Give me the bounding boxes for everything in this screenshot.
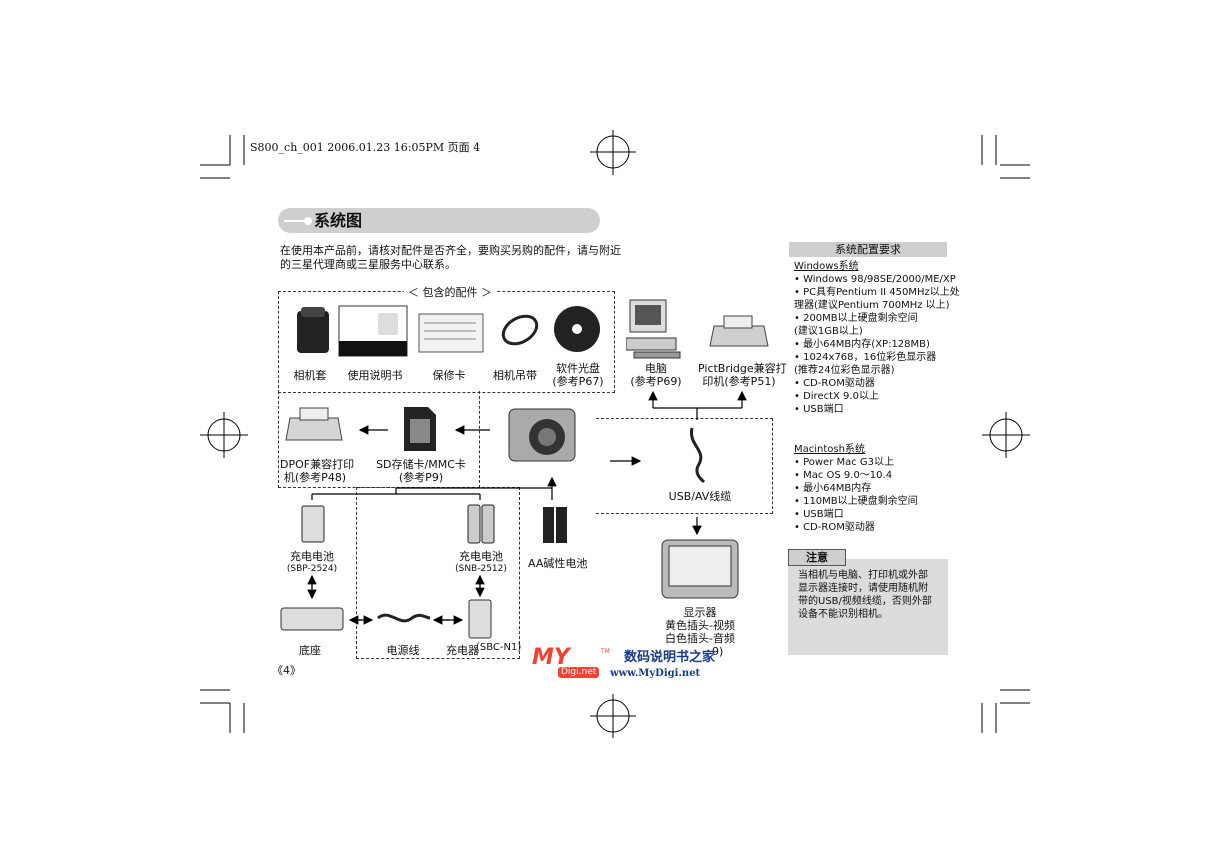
strap-image xyxy=(501,314,539,346)
windows-heading: Windows系统 xyxy=(794,261,859,272)
mac-req-4: • 110MB以上硬盘剩余空间 xyxy=(794,496,918,507)
label-sdcard-2: (参考P9) xyxy=(398,471,444,484)
watermark-url: www.MyDigi.net xyxy=(610,668,701,679)
windows-req-1: • Windows 98/98SE/2000/ME/XP xyxy=(794,274,956,285)
label-cable: 电源线 xyxy=(386,644,420,657)
mac-req-2: • Mac OS 9.0～10.4 xyxy=(794,470,893,481)
charger-image xyxy=(468,599,492,639)
page-number: 《4》 xyxy=(272,664,301,677)
windows-req-11: • USB端口 xyxy=(794,404,844,415)
label-manual: 使用说明书 xyxy=(347,369,403,382)
label-case: 相机套 xyxy=(293,369,327,382)
computer-image xyxy=(626,299,681,359)
mac-req-5: • USB端口 xyxy=(794,509,844,520)
note-box xyxy=(788,559,948,655)
manual-image xyxy=(338,305,408,357)
label-monitor-3: 白色插头-音频 xyxy=(665,632,735,645)
label-cd-2: (参考P67) xyxy=(552,375,604,388)
aa-battery-image xyxy=(543,507,567,543)
label-bat1-1: 充电电池 xyxy=(290,550,334,563)
label-bat2-2: (SNB-2512) xyxy=(455,564,507,574)
note-line-3: 带的USB/视频线缆，否则外部 xyxy=(798,596,932,607)
note-line-1: 当相机与电脑、打印机或外部 xyxy=(798,570,928,581)
watermark: MY TM Digi.net 数码说明书之家 www.MyDigi.net xyxy=(528,646,718,682)
watermark-tm: TM xyxy=(601,648,610,655)
system-requirements-title: 系统配置要求 xyxy=(789,242,947,257)
windows-req-2: • PC具有Pentium II 450MHz以上处 xyxy=(794,287,960,298)
battery-snb2512-image xyxy=(467,504,495,544)
power-cord-image xyxy=(377,613,431,623)
label-monitor-2: 黄色插头-视频 xyxy=(665,619,735,632)
watermark-logo: MY xyxy=(532,645,570,670)
page-title: 系统图 xyxy=(314,211,363,230)
mac-heading: Macintosh系统 xyxy=(794,444,865,455)
label-computer-2: (参考P69) xyxy=(630,375,682,388)
mac-req-6: • CD-ROM驱动器 xyxy=(794,522,875,533)
label-charger-model: (SBC-N1) xyxy=(476,642,522,653)
cd-image xyxy=(554,306,600,352)
label-usb: USB/AV线缆 xyxy=(668,490,732,503)
mac-req-3: • 最小64MB内存 xyxy=(794,483,872,494)
label-bat1-2: (SBP-2524) xyxy=(286,564,338,574)
label-strap: 相机吊带 xyxy=(493,369,537,382)
label-bat2-1: 充电电池 xyxy=(459,550,503,563)
label-aa: AA碱性电池 xyxy=(528,557,588,570)
included-label: ＜ 包含的配件 ＞ xyxy=(404,284,496,300)
windows-req-10: • DirectX 9.0以上 xyxy=(794,391,879,402)
label-warranty: 保修卡 xyxy=(432,369,466,382)
intro-line-1: 在使用本产品前，请核对配件是否齐全，要购买另购的配件，请与附近 xyxy=(280,244,621,257)
label-monitor-1: 显示器 xyxy=(683,606,717,619)
windows-req-4: • 200MB以上硬盘剩余空间 xyxy=(794,313,918,324)
windows-req-3: 理器(建议Pentium 700MHz 以上) xyxy=(794,300,950,311)
note-line-2: 显示器连接时，请使用随机附 xyxy=(798,583,928,594)
label-page-ref: 9) xyxy=(712,645,724,658)
title-bar: 系统图 xyxy=(278,208,600,233)
cradle-image xyxy=(280,607,344,631)
battery-sbp2524-image xyxy=(301,505,325,543)
label-cradle: 底座 xyxy=(299,644,321,657)
watermark-logo-sub: Digi.net xyxy=(558,667,600,678)
label-dpof-2: 机(参考P48) xyxy=(283,471,347,484)
usb-box xyxy=(596,418,773,514)
camera-case-image xyxy=(297,307,329,353)
intro-line-2: 的三星代理商或三星服务中心联系。 xyxy=(280,258,456,271)
windows-req-7: • 1024x768，16位彩色显示器 xyxy=(794,352,937,363)
mac-req-1: • Power Mac G3以上 xyxy=(794,457,895,468)
windows-req-5: (建议1GB以上) xyxy=(794,326,863,337)
monitor-image xyxy=(661,539,739,599)
label-dpof-1: DPOF兼容打印 xyxy=(280,458,355,471)
label-computer-1: 电脑 xyxy=(645,362,667,375)
usb-av-cable-image xyxy=(690,427,706,484)
watermark-brand: 数码说明书之家 xyxy=(624,650,716,665)
print-info: S800_ch_001 2006.01.23 16:05PM 页面 4 xyxy=(250,141,481,154)
label-sdcard-1: SD存储卡/MMC卡 xyxy=(376,458,466,471)
windows-req-9: • CD-ROM驱动器 xyxy=(794,378,875,389)
note-title: 注意 xyxy=(788,549,846,566)
dpof-printer-image xyxy=(285,407,343,441)
pictbridge-printer-image xyxy=(709,315,769,347)
label-pictbridge-1: PictBridge兼容打 xyxy=(698,362,787,375)
camera-image xyxy=(508,408,576,462)
sd-card-image xyxy=(404,407,436,451)
title-bullet-icon xyxy=(284,217,312,225)
windows-req-8: (推荐24位彩色显示器) xyxy=(794,365,895,376)
note-line-4: 设备不能识别相机。 xyxy=(798,609,888,620)
windows-req-6: • 最小64MB内存(XP:128MB) xyxy=(794,339,930,350)
label-cd-1: 软件光盘 xyxy=(556,362,600,375)
label-charger: 充电器 xyxy=(446,644,479,657)
label-pictbridge-2: 印机(参考P51) xyxy=(702,375,776,388)
warranty-card-image xyxy=(418,313,484,353)
